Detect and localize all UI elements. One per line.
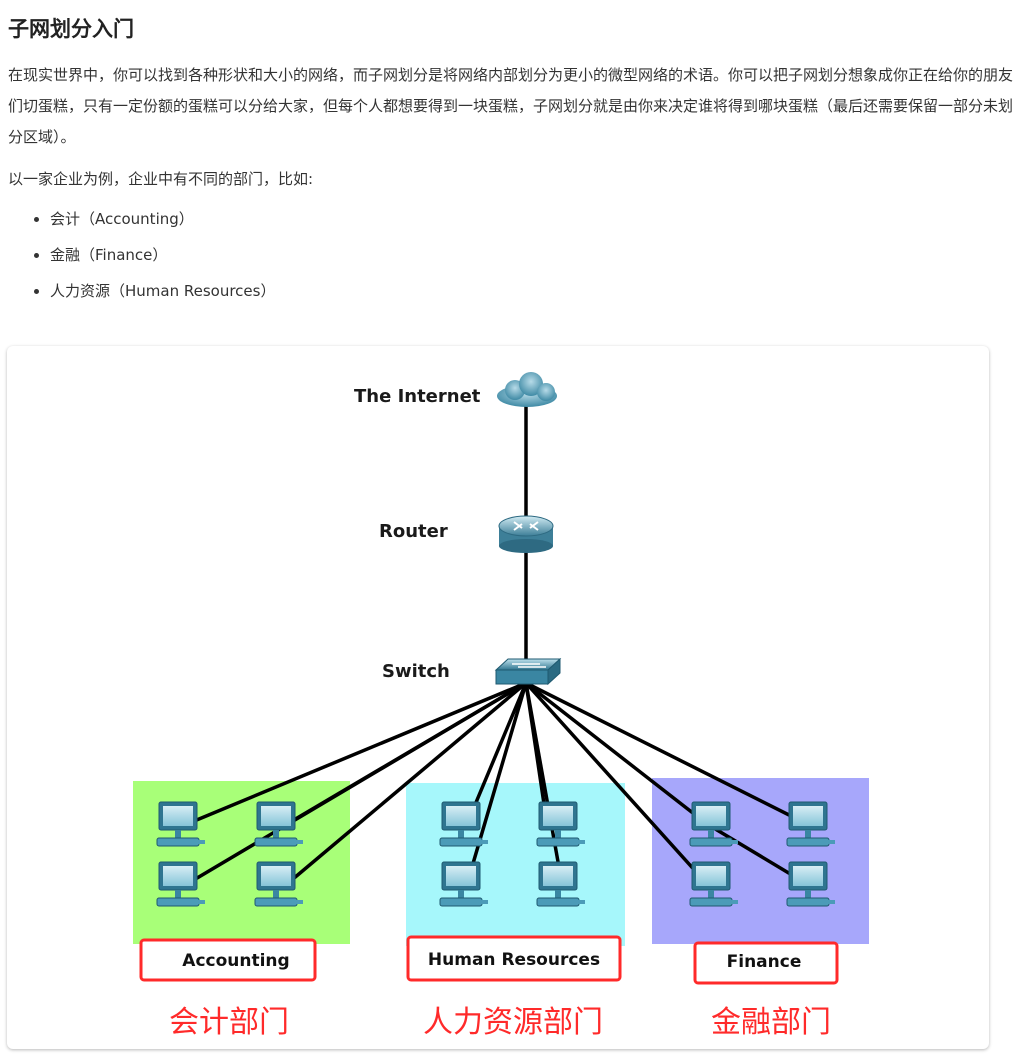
list-item: 人力资源（Human Resources） [50, 273, 1020, 309]
list-item: 会计（Accounting） [50, 201, 1020, 237]
router-label: Router [379, 521, 448, 542]
human-resources-label: Human Resources [428, 950, 600, 970]
human-resources-cn-label: 人力资源部门 [423, 1005, 603, 1040]
router-icon [498, 515, 554, 553]
network-diagram: The Internet Router Switch [133, 372, 869, 1040]
article-title: 子网划分入门 [8, 17, 134, 41]
pc-links [186, 681, 808, 886]
department-list: 会计（Accounting） 金融（Finance） 人力资源（Human Re… [8, 201, 1020, 309]
accounting-label-box [139, 938, 317, 982]
internet-label: The Internet [354, 386, 481, 407]
finance-label-box [693, 941, 839, 985]
article-paragraph-2: 以一家企业为例，企业中有不同的部门，比如: [8, 170, 314, 188]
cloud-icon [497, 372, 557, 407]
finance-cn-label: 金融部门 [711, 1005, 831, 1040]
switch-label: Switch [382, 661, 450, 682]
accounting-cn-label: 会计部门 [169, 1005, 289, 1040]
network-diagram-figure: The Internet Router Switch [7, 346, 989, 1049]
finance-label: Finance [727, 952, 802, 972]
article: 子网划分入门 在现实世界中，你可以找到各种形状和大小的网络，而子网划分是将网络内… [8, 0, 1020, 309]
switch-icon [494, 657, 562, 686]
human-resources-label-box [406, 935, 622, 982]
accounting-label: Accounting [182, 951, 289, 971]
article-paragraph-1: 在现实世界中，你可以找到各种形状和大小的网络，而子网划分是将网络内部划分为更小的… [8, 66, 1014, 146]
human-resources-area [406, 783, 625, 946]
list-item: 金融（Finance） [50, 237, 1020, 273]
